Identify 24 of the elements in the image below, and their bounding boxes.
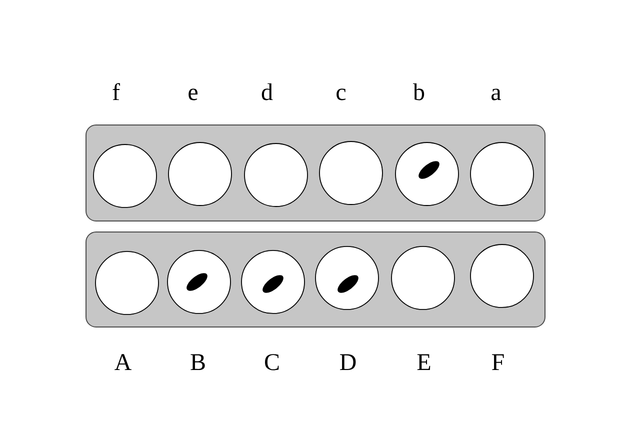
circle bbox=[241, 250, 305, 314]
circle bbox=[315, 246, 379, 310]
letter-label: f bbox=[112, 83, 120, 100]
letter-label: c bbox=[336, 88, 346, 100]
letter-label: D bbox=[340, 354, 356, 370]
letter-label: a bbox=[492, 88, 501, 100]
letter-label: e bbox=[188, 88, 198, 100]
circle bbox=[93, 144, 157, 208]
letter-label: B bbox=[190, 354, 205, 370]
letter-label: d bbox=[262, 83, 273, 100]
circle bbox=[470, 244, 534, 308]
letter-label: b bbox=[413, 83, 424, 100]
circle bbox=[167, 250, 231, 314]
circle bbox=[395, 142, 459, 206]
circle bbox=[319, 141, 383, 205]
letter-label: E bbox=[417, 354, 430, 370]
letter-label: A bbox=[114, 354, 132, 370]
circle bbox=[168, 142, 232, 206]
letter-label: F bbox=[492, 354, 504, 370]
circle bbox=[244, 143, 308, 207]
letter-label: C bbox=[265, 354, 279, 370]
circle bbox=[470, 142, 534, 206]
circle bbox=[391, 246, 455, 310]
circle bbox=[95, 251, 159, 315]
